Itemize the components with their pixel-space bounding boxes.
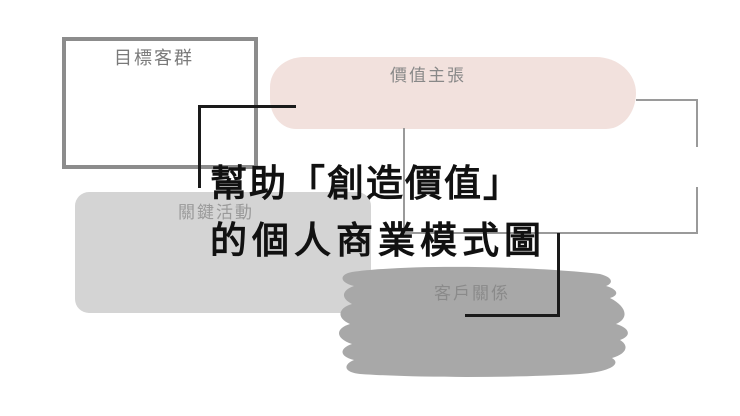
connector-line xyxy=(696,99,698,147)
bracket-line-right xyxy=(557,233,560,317)
value-proposition-block xyxy=(270,57,636,129)
connector-line xyxy=(636,99,698,101)
customer-relationships-block xyxy=(339,266,628,377)
target-customers-block xyxy=(62,37,258,169)
bracket-line-left xyxy=(198,105,201,188)
connector-line xyxy=(696,187,698,234)
bracket-line-bottom xyxy=(465,314,560,317)
key-activities-block xyxy=(75,192,371,313)
key-activities-label: 關鍵活動 xyxy=(178,203,254,223)
customer-relationships-label: 客戶關係 xyxy=(434,284,510,304)
title-line-1: 幫助「創造價值」 xyxy=(210,162,522,205)
connector-line xyxy=(403,232,698,234)
target-customers-label: 目標客群 xyxy=(114,48,194,69)
value-proposition-label: 價值主張 xyxy=(390,66,466,86)
connector-line xyxy=(403,128,405,234)
bracket-line-top xyxy=(198,105,296,108)
title-line-2: 的個人商業模式圖 xyxy=(210,219,546,262)
